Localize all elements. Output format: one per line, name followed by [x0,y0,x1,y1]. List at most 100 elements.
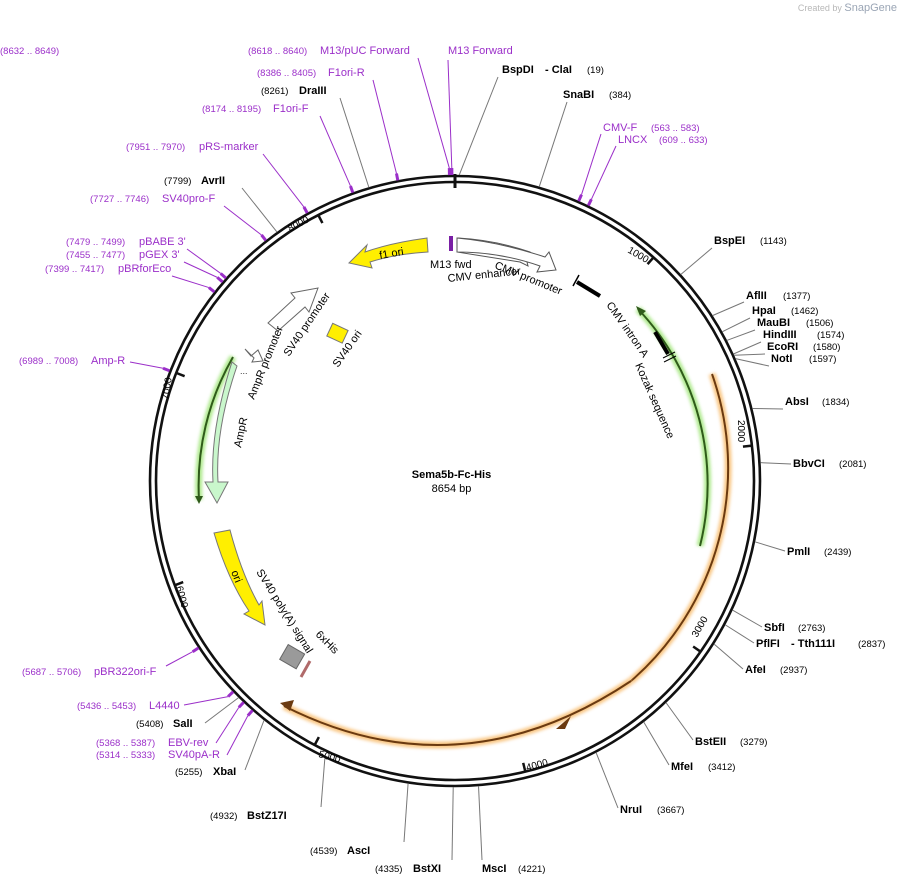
enzyme-leader [721,317,751,333]
primer-mark [216,276,224,284]
enzyme-leader [665,702,694,741]
enzyme-avrii: AvrII [201,175,225,187]
primer-sv40pro-f-range: (7727 .. 7746) [90,194,149,205]
primer-pgex-3: pGEX 3' [139,249,180,261]
primer-f1ori-r: F1ori-R [328,67,365,79]
primer-leader [372,79,397,174]
primer-m13-forward: M13 Forward [448,45,513,57]
enzyme-maubi-position: (1506) [806,318,833,329]
plasmid-size: 8654 bp [431,483,472,495]
primer-lncx: LNCX [618,134,648,146]
enzyme-maubi: MauBI [757,317,790,329]
primer-leader [581,133,602,195]
green-arc [637,308,709,547]
enzyme-leader [735,358,770,367]
enzyme-leader [752,407,784,410]
primer-marks [162,168,593,717]
enzyme-draiii-position: (8261) [261,86,288,97]
enzyme-bsteii: BstEII [695,736,726,748]
primer-m13-puc-forward: M13/pUC Forward [320,45,410,57]
enzyme-leader [643,721,670,766]
primer-leader [171,275,210,289]
cds-arc-glow-2 [282,678,633,749]
primer-sv40pro-f: SV40pro-F [162,193,215,205]
enzyme-bbvci-position: (2081) [839,459,866,470]
enzyme-sbfi-position: (2763) [798,623,825,634]
enzyme-bspdi-position: (19) [587,65,604,76]
cds-arc-2 [283,680,632,746]
primer-pbabe-3: pBABE 3' [139,236,186,248]
enzyme-leader [204,697,240,724]
enzyme-aflii: AflII [746,290,767,302]
tick-mark [314,736,320,745]
enzyme-bstz17i: BstZ17I [247,810,287,822]
enzyme-bspdi-extra: - ClaI [545,64,572,76]
enzyme-pflfi-extra: - Tth111I [791,638,835,650]
label-cmv-intron: CMV intron A [604,300,651,361]
cds-arc-glow [628,372,732,684]
enzyme-leader [595,752,619,809]
enzyme-asci: AscI [347,845,370,857]
tick-label: 1000 [626,245,651,266]
brand-name: SnapGene [844,2,897,14]
plasmid-name: Sema5b-Fc-His [411,469,492,481]
enzyme-hindiii: HindIII [763,329,797,341]
enzyme-nrui-position: (3667) [657,805,684,816]
primer-pbr322ori-f: pBR322ori-F [94,666,157,678]
enzyme-draiii: DraIII [299,85,327,97]
tick-label: 8000 [286,214,311,234]
primer-mark [207,286,216,294]
tick-mark [521,762,527,771]
cmv-promoter-arrow [456,237,557,273]
enzyme-avrii-position: (7799) [164,176,191,187]
enzyme-mfei: MfeI [671,761,693,773]
enzyme-noti-position: (1597) [809,354,836,365]
enzyme-bsteii-position: (3279) [740,737,767,748]
primer-mark [302,206,309,214]
primer-leader [183,696,229,706]
primer-ebv-rev-range: (5368 .. 5387) [96,738,155,749]
primer-mark [260,234,267,242]
enzyme-afei: AfeI [745,664,766,676]
primer-pbr322ori-f-range: (5687 .. 5706) [22,667,81,678]
primer-leader [186,248,222,274]
enzyme-msci: MscI [482,863,506,875]
primer-f1ori-f: F1ori-F [273,103,309,115]
enzyme-hpai-position: (1462) [791,306,818,317]
primer-l4440: L4440 [149,700,180,712]
enzyme-leader [754,541,786,552]
enzyme-leader [733,341,762,355]
primer-mark [191,646,200,653]
tick-mark [646,257,654,265]
primer-prs-marker-range: (7951 .. 7970) [126,142,185,153]
enzyme-leader [538,101,568,187]
enzyme-ecori-position: (1580) [813,342,840,353]
tick-mark [742,444,752,448]
primer-mark [349,185,355,194]
enzyme-asci-position: (4539) [310,846,337,857]
primer-leader [226,715,249,756]
enzyme-pflfi: PflFI [756,638,780,650]
primer-sv40pa-r-range: (5314 .. 5333) [96,750,155,761]
f1-ori-arrow [347,237,429,269]
primer-leader [129,361,164,369]
label-ori: ori [228,569,244,585]
enzyme-sali-position: (5408) [136,719,163,730]
cds-arrowhead [556,716,571,729]
primer-leader [417,57,450,169]
enzyme-sbfi: SbfI [764,622,785,634]
enzyme-sali: SalI [173,718,193,730]
tick-mark [317,215,324,224]
enzyme-leader [724,624,755,644]
primer-leader [319,115,351,187]
primer-leader [223,205,262,236]
m13-fwd-mark [449,236,453,251]
cds-arrowhead-2 [280,700,294,711]
primer-pbabe-3-range: (7479 .. 7499) [66,237,125,248]
enzyme-leader [451,786,454,861]
tick-label: 7000 [160,376,175,400]
enzyme-leader [458,76,499,176]
label-ampr: AmpR [232,416,250,448]
cmv-intron-start [572,274,580,287]
